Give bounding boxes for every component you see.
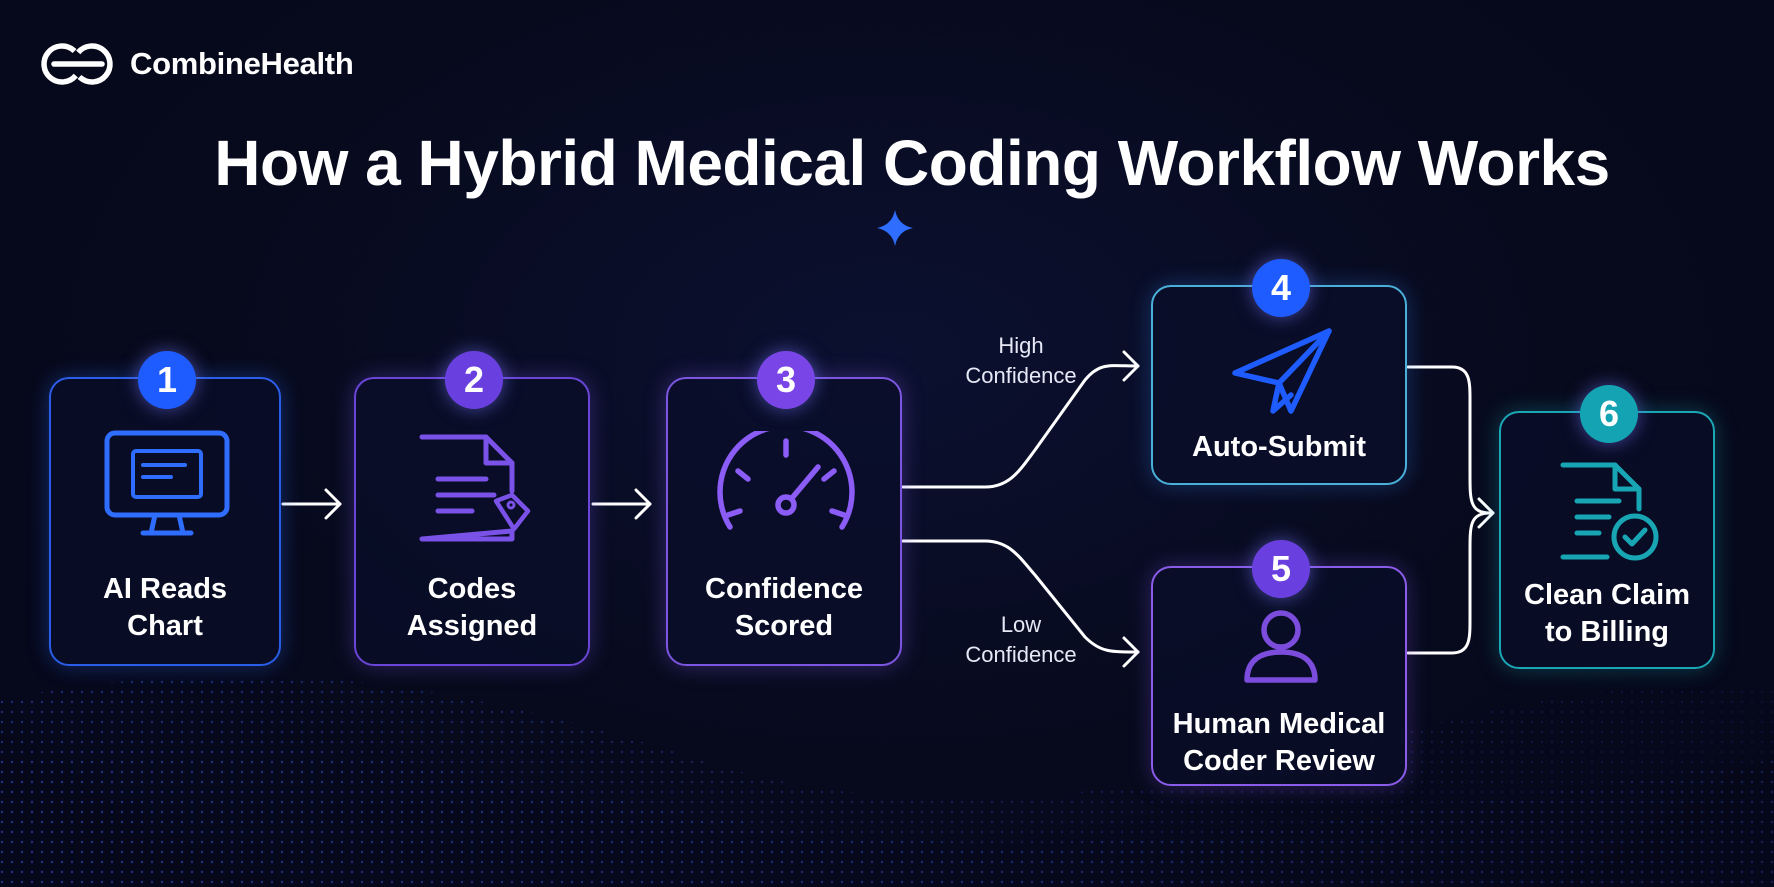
step-label-line1: Human Medical (1172, 708, 1386, 740)
step-label-line1: AI Reads (102, 573, 228, 605)
step-label: Clean Claim to Billing (1501, 577, 1713, 651)
low-confidence-line1: Low (1000, 612, 1042, 637)
step-card-auto-submit: 4 Auto-Submit (1151, 259, 1407, 485)
high-confidence-line1: High (998, 333, 1044, 358)
step-label-line2: Coder Review (1183, 745, 1375, 777)
arrow-4-to-6 (1406, 365, 1492, 515)
step-number-badge: 4 (1252, 259, 1310, 317)
person-icon (1243, 608, 1319, 684)
step-label-line2: Assigned (406, 610, 538, 642)
step-label-line2: Scored (734, 610, 834, 642)
high-confidence-label: High Confidence (946, 331, 1096, 391)
gauge-icon (712, 423, 860, 535)
step-label-line1: Confidence (705, 573, 863, 605)
arrow-3-to-4 (901, 364, 1140, 489)
step-card-codes-assigned: 2 Codes Assigned (354, 351, 590, 666)
step-card-clean-claim-to-billing: 6 Clean Claim to Billing (1499, 385, 1715, 669)
step-label-line2: to Billing (1544, 616, 1670, 648)
page-title: How a Hybrid Medical Coding Workflow Wor… (214, 127, 1610, 199)
step-label: AI Reads Chart (51, 571, 279, 645)
sparkle-icon (877, 210, 913, 246)
step-label: Auto-Submit (1192, 431, 1366, 463)
document-tag-icon (414, 431, 538, 549)
step-number-badge: 3 (757, 351, 815, 409)
low-confidence-line2: Confidence (965, 642, 1077, 667)
combinehealth-logo-icon (41, 43, 113, 85)
step-card-human-medical-coder-review: 5 Human Medical Coder Review (1151, 540, 1407, 786)
background-wave-pattern (0, 675, 1774, 887)
title-divider (255, 210, 1535, 246)
monitor-icon (103, 429, 231, 537)
step-number-badge: 1 (138, 351, 196, 409)
arrow-5-to-6 (1406, 511, 1495, 655)
step-number-badge: 6 (1580, 385, 1638, 443)
step-label-line1: Codes (427, 573, 517, 605)
arrow-3-to-5 (901, 539, 1140, 654)
brand-header: CombineHealth (40, 36, 354, 92)
step-card-ai-reads-chart: 1 AI Reads Chart (49, 351, 281, 666)
step-label-line1: Clean Claim (1524, 579, 1690, 611)
high-confidence-line2: Confidence (965, 363, 1077, 388)
paper-plane-icon (1229, 325, 1337, 417)
document-check-icon (1559, 461, 1661, 563)
step-label: Codes Assigned (356, 571, 588, 645)
step-label: Confidence Scored (668, 571, 900, 645)
step-card-confidence-scored: 3 Confidence Scored (666, 351, 902, 666)
step-number-badge: 2 (445, 351, 503, 409)
step-label-line2: Chart (127, 610, 203, 642)
brand-name: CombineHealth (130, 46, 354, 81)
step-number-badge: 5 (1252, 540, 1310, 598)
low-confidence-label: Low Confidence (946, 610, 1096, 670)
step-label: Human Medical Coder Review (1153, 706, 1405, 780)
